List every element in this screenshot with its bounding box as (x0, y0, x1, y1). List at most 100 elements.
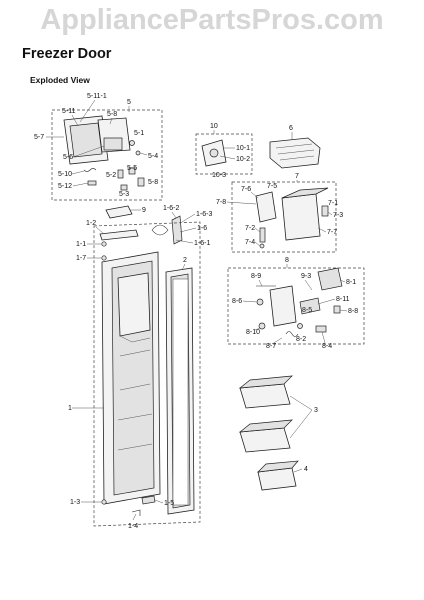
part-8-6-bushing (256, 298, 264, 306)
callout-5-11-1: 5-11-1 (87, 93, 107, 100)
callout-1: 1 (68, 405, 72, 412)
part-7-2-rod (259, 227, 266, 243)
part-1-2-top-cover (99, 229, 139, 241)
callout-1-6: 1-6 (197, 225, 207, 232)
callout-4: 4 (304, 466, 308, 473)
door-group-box (93, 221, 201, 527)
page-title: Freezer Door (22, 46, 112, 62)
part-1-6-hinge (151, 224, 169, 236)
callout-5-7: 5-7 (34, 134, 44, 141)
callout-8-4: 8-4 (322, 343, 332, 350)
part-8-2-spring (285, 331, 299, 337)
part-1-dispenser-recess (117, 272, 151, 337)
part-7-7-chute (281, 193, 321, 241)
callout-5-6: 5-6 (63, 154, 73, 161)
part-5-1-screw (129, 140, 135, 146)
callout-2: 2 (183, 257, 187, 264)
callout-7-1: 7-1 (328, 200, 338, 207)
callout-8-10: 8-10 (246, 329, 260, 336)
callout-5-1: 5-1 (134, 130, 144, 137)
callout-10-1: 10-1 (236, 145, 250, 152)
callout-10-2: 10-2 (236, 156, 250, 163)
callout-1-6-3: 1-6-3 (196, 211, 212, 218)
callout-5-5: 5-5 (127, 165, 137, 172)
part-8-1-dispenser-body (269, 285, 297, 327)
callout-5-10: 5-10 (58, 171, 72, 178)
part-8-5-screw (297, 323, 303, 329)
callout-7-8: 7-8 (216, 199, 226, 206)
part-8-4-switch (315, 325, 327, 333)
callout-1-3: 1-3 (70, 499, 80, 506)
callout-1-4: 1-4 (128, 523, 138, 530)
callout-1-6-1: 1-6-1 (194, 240, 210, 247)
callout-10: 10 (210, 123, 218, 130)
part-1-5-lower-hinge (141, 495, 156, 505)
part-1-4-bracket (131, 509, 141, 516)
part-1-3-screw (101, 499, 107, 505)
part-6-ice-maker-cover (269, 137, 321, 169)
callout-3: 3 (314, 407, 318, 414)
callout-5-8: 5-8 (107, 111, 117, 118)
callout-9: 9 (142, 207, 146, 214)
callout-8-11: 8-11 (336, 296, 350, 303)
part-7-1-top (281, 187, 329, 199)
part-1-1-screw (101, 241, 107, 247)
part-5-4-screw (135, 150, 141, 156)
part-5-12-clip (87, 180, 97, 186)
group-5-box (51, 109, 163, 201)
part-7-6-funnel (255, 191, 277, 223)
callout-5: 5 (127, 99, 131, 106)
part-1-7-screw (101, 255, 107, 261)
callout-9-3: 9-3 (301, 273, 311, 280)
callout-10-3: 10-3 (212, 172, 226, 179)
callout-1-5: 1-5 (164, 500, 174, 507)
part-7-4-screw (259, 243, 265, 249)
part-8-10-cap (258, 322, 266, 330)
callout-8-5: 8-5 (302, 307, 312, 314)
callout-1-2: 1-2 (86, 220, 96, 227)
callout-5-8b: 5-8 (148, 179, 158, 186)
callout-8-2: 8-2 (296, 336, 306, 343)
callout-7-6: 7-6 (241, 186, 251, 193)
callout-1-6-2: 1-6-2 (163, 205, 179, 212)
part-4-bin-rim (257, 460, 299, 473)
part-2-gasket-opening (172, 278, 189, 506)
part-5-3-key (120, 184, 128, 191)
group-8-box (227, 267, 365, 345)
callout-7-3: 7-3 (333, 212, 343, 219)
callout-8-8: 8-8 (348, 308, 358, 315)
callout-5-12: 5-12 (58, 183, 72, 190)
callout-8-9: 8-9 (251, 273, 261, 280)
callout-5-11: 5-11 (62, 108, 76, 115)
callout-5-3: 5-3 (119, 191, 129, 198)
part-5-10-spring (83, 168, 97, 172)
part-5-6-board (103, 137, 123, 151)
part-9-cap (105, 205, 133, 219)
part-3-bin-lower-rim (238, 419, 293, 433)
callout-8-6: 8-6 (232, 298, 242, 305)
callout-1-7: 1-7 (76, 255, 86, 262)
part-5-2-pin (117, 169, 124, 179)
watermark-text: AppliancePartsPros.com (40, 4, 384, 36)
part-7-3-bracket (321, 205, 329, 217)
callout-7-5: 7-5 (267, 183, 277, 190)
part-8-8-clip (333, 305, 341, 314)
callout-7: 7 (295, 173, 299, 180)
page-subtitle: Exploded View (30, 75, 90, 85)
callout-5-4: 5-4 (148, 153, 158, 160)
part-10-2-motor (209, 148, 219, 158)
callout-5-2: 5-2 (106, 172, 116, 179)
callout-7-4: 7-4 (245, 239, 255, 246)
part-5-11-inner (69, 122, 103, 158)
part-8-11-lever (299, 297, 321, 315)
callout-7-7: 7-7 (327, 229, 337, 236)
callout-8-1: 8-1 (346, 279, 356, 286)
part-1-6-3-hinge-cover (171, 215, 183, 245)
callout-7-2: 7-2 (245, 225, 255, 232)
group-10-box (195, 133, 253, 175)
group-7-box (231, 181, 337, 253)
part-8-1-motor (317, 267, 343, 291)
part-5-5-button (128, 167, 136, 175)
callout-8-7: 8-7 (266, 343, 276, 350)
